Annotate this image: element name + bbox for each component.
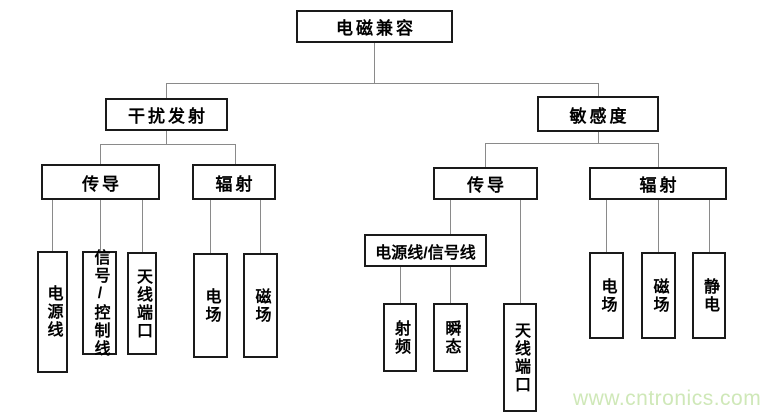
connector: [166, 83, 599, 84]
connector: [235, 144, 236, 164]
connector: [485, 143, 658, 144]
connector: [598, 132, 599, 143]
connector: [260, 200, 261, 253]
connector: [520, 200, 521, 303]
connector: [606, 200, 607, 252]
connector: [450, 200, 451, 234]
connector: [100, 200, 101, 251]
connector: [598, 83, 599, 96]
watermark-cntronics: www.cntronics.com: [573, 387, 762, 410]
node-susceptibility-radiation: 辐射: [589, 167, 727, 200]
node-susceptibility: 敏感度: [537, 96, 659, 132]
node-emission-conduction: 传导: [41, 164, 160, 200]
node-interference-emission: 干扰发射: [105, 98, 228, 131]
node-emc-root: 电磁兼容: [296, 10, 453, 43]
connector: [400, 267, 401, 303]
node-susceptibility-conduction: 传导: [433, 167, 538, 200]
connector: [100, 144, 101, 164]
connector: [485, 143, 486, 167]
node-e-field-left: 电场: [193, 253, 228, 358]
node-power-line: 电源线: [37, 251, 68, 373]
connector: [166, 83, 167, 98]
connector: [709, 200, 710, 252]
node-antenna-port-left: 天线端口: [127, 252, 157, 355]
node-signal-control-line: 信号/控制线: [82, 249, 117, 358]
connector: [658, 143, 659, 167]
connector: [450, 267, 451, 303]
connector: [142, 200, 143, 252]
node-antenna-port-right: 天线端口: [503, 303, 537, 412]
node-m-field-left: 磁场: [243, 253, 278, 358]
connector: [100, 144, 236, 145]
node-transient: 瞬态: [433, 303, 468, 372]
node-rf: 射频: [383, 303, 417, 372]
connector: [374, 43, 375, 83]
connector: [166, 131, 167, 144]
node-m-field-right: 磁场: [641, 252, 676, 339]
node-power-signal-line: 电源线/信号线: [364, 234, 487, 267]
node-static-electricity: 静电: [692, 252, 726, 339]
connector: [658, 200, 659, 252]
node-emission-radiation: 辐射: [192, 164, 276, 200]
connector: [210, 200, 211, 253]
connector: [52, 200, 53, 251]
node-e-field-right: 电场: [589, 252, 624, 339]
